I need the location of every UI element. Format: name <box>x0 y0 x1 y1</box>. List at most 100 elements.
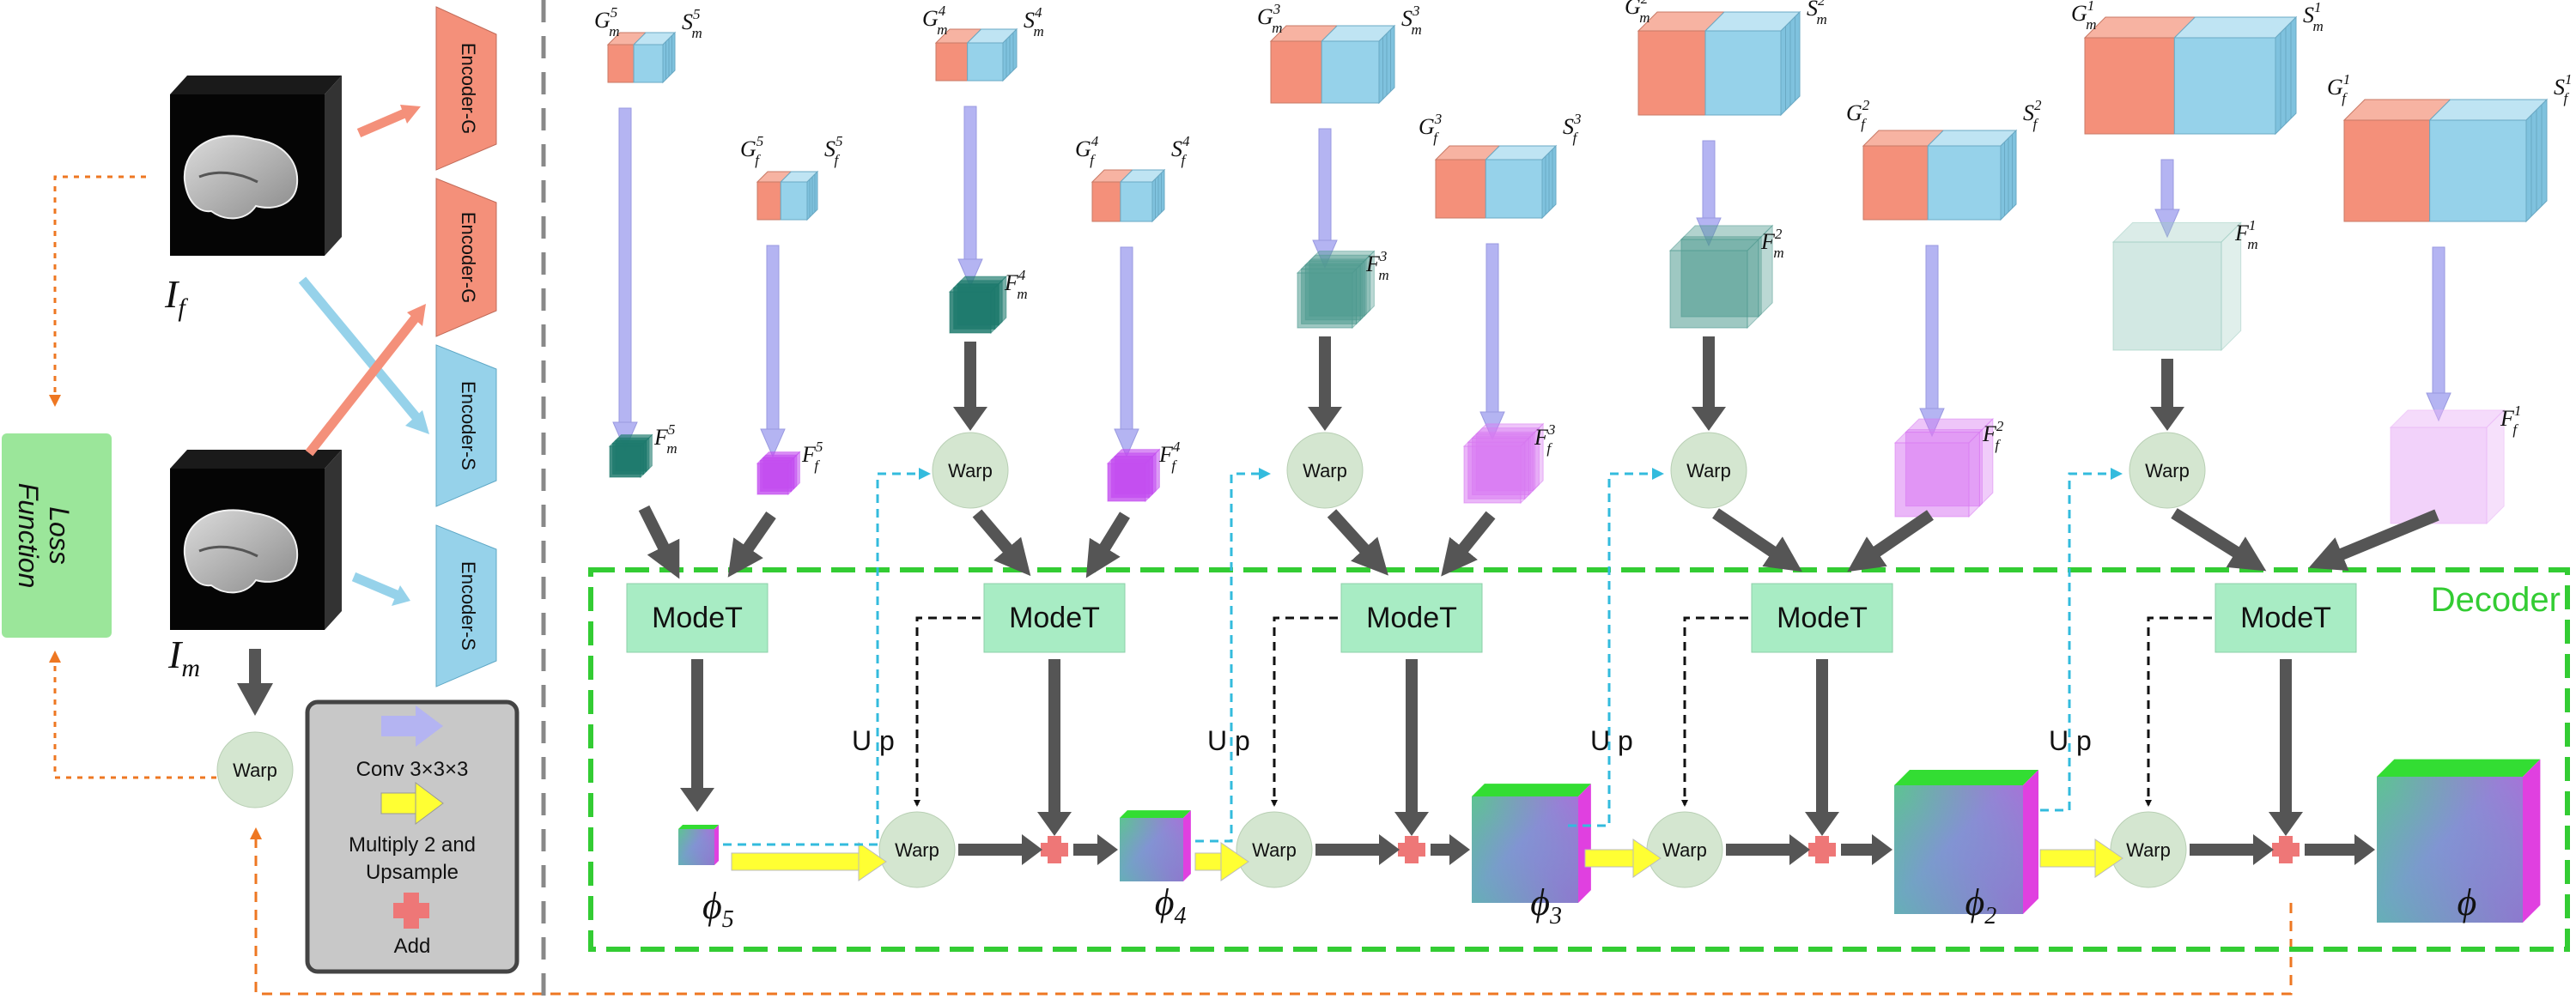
modet-to-add-arrow-4 <box>1037 659 1072 836</box>
warp-flow-4[interactable]: Warp <box>878 811 956 888</box>
up-label-4: U p <box>2049 725 2092 756</box>
feature-f-m-5 <box>608 433 653 479</box>
loss-function-box[interactable] <box>2 433 112 638</box>
fixed-feature-gs-3 <box>1434 144 1558 220</box>
warp-feature-3[interactable]: Warp <box>1286 432 1364 509</box>
add-to-phi-arrow-2 <box>1841 834 1893 865</box>
moving-feature-gs-5 <box>606 31 677 84</box>
loss-link-warped <box>49 651 216 779</box>
svg-text:Warp: Warp <box>233 760 277 781</box>
feature-f-to-modet-arrow-5 <box>727 512 776 578</box>
svg-text:ModeT: ModeT <box>2240 602 2331 634</box>
conv-arrow-moving-4 <box>957 106 983 288</box>
encoder-s-bottom: Encoder-S <box>435 524 497 687</box>
modet-block-4[interactable]: ModeT <box>983 583 1126 653</box>
warp-feature-1[interactable]: Warp <box>2129 432 2206 509</box>
up-link-2 <box>1195 468 1271 843</box>
warp-to-add-arrow-1 <box>2190 834 2274 865</box>
warp-to-add-arrow-4 <box>958 834 1042 865</box>
modet-to-add-arrow-3 <box>1394 659 1429 836</box>
legend-add-label: Add <box>394 935 431 958</box>
warp-feature-4[interactable]: Warp <box>932 432 1009 509</box>
warp-flow-2[interactable]: Warp <box>1646 811 1723 888</box>
feature-f-f-3 <box>1462 422 1545 505</box>
up-label-2: U p <box>1207 725 1250 756</box>
feature-f-f-4 <box>1106 448 1161 503</box>
svg-text:Warp: Warp <box>2126 839 2171 861</box>
upsample-arrow-2 <box>1194 842 1249 881</box>
feature-f-m-1 <box>2111 221 2242 352</box>
conv-arrow-fixed-4 <box>1114 246 1139 458</box>
modet-block-1[interactable]: ModeT <box>2215 583 2357 653</box>
feature-f-f-2 <box>1893 417 1995 518</box>
svg-text:Warp: Warp <box>1662 839 1707 861</box>
phi-label-3: ϕ3 <box>1530 881 1562 929</box>
warp-flow-1[interactable]: Warp <box>2110 811 2187 888</box>
phi-field-3 <box>1472 784 1591 903</box>
conv-arrow-fixed-3 <box>1479 243 1505 441</box>
legend-box: Conv 3×3×3 Multiply 2 and Upsample Add <box>305 699 519 974</box>
svg-text:Encoder-S: Encoder-S <box>458 561 479 651</box>
phi-label-5: ϕ5 <box>702 885 734 933</box>
feature-f-to-modet-arrow-3 <box>1441 511 1496 577</box>
svg-text:Warp: Warp <box>1303 460 1347 481</box>
loss-function-label: Loss <box>44 506 75 565</box>
input-arrows <box>298 105 429 606</box>
moving-image-volume <box>170 450 342 630</box>
modet-to-add-arrow-1 <box>2269 659 2303 836</box>
modet-block-3[interactable]: ModeT <box>1340 583 1483 653</box>
encoder-g-bottom: Encoder-G <box>435 178 497 337</box>
add-node-3 <box>1398 836 1425 863</box>
legend-mul-label: Multiply 2 and <box>349 833 476 857</box>
phi-field-1 <box>2377 759 2541 923</box>
svg-text:Warp: Warp <box>2145 460 2190 481</box>
feature-f-m-4 <box>948 275 1008 335</box>
conv-arrow-moving-1 <box>2154 159 2180 239</box>
warp-flow-3[interactable]: Warp <box>1236 811 1313 888</box>
warp-feature-2[interactable]: Warp <box>1670 432 1747 509</box>
svg-text:Warp: Warp <box>895 839 939 861</box>
modet-block-5[interactable]: ModeT <box>626 583 769 653</box>
phi-label-2: ϕ2 <box>1965 881 1997 929</box>
legend-plus-icon <box>393 893 429 929</box>
up-link-4 <box>2040 468 2123 812</box>
modet-block-2[interactable]: ModeT <box>1751 583 1893 653</box>
feature-m-to-modet-arrow-5 <box>638 505 680 579</box>
svg-text:ModeT: ModeT <box>1009 602 1100 634</box>
legend-conv-label: Conv 3×3×3 <box>356 758 469 781</box>
decoder-label: Decoder <box>2431 581 2561 619</box>
feature-f-to-modet-arrow-4 <box>1085 512 1130 578</box>
modet-to-warp-dashed-2 <box>1681 616 1748 807</box>
feature-f-m-3 <box>1296 250 1376 330</box>
moving-feature-gs-4 <box>934 27 1018 82</box>
warp-node-left[interactable] <box>216 731 294 808</box>
phi-label-4: ϕ4 <box>1155 881 1187 929</box>
svg-text:Warp: Warp <box>948 460 993 481</box>
svg-text:Encoder-G: Encoder-G <box>458 212 479 303</box>
modet-to-phi-arrow-5 <box>680 659 714 812</box>
fixed-image-label: If <box>164 272 188 322</box>
up-label-1: U p <box>852 725 895 756</box>
fixed-feature-gs-1 <box>2342 98 2549 223</box>
svg-text:Encoder-S: Encoder-S <box>458 381 479 470</box>
up-label-3: U p <box>1590 725 1633 756</box>
up-link-1 <box>723 468 931 846</box>
conv-arrow-moving-5 <box>612 107 638 451</box>
moving-feature-gs-2 <box>1637 10 1801 117</box>
modet-to-warp-dashed-1 <box>2145 616 2212 807</box>
